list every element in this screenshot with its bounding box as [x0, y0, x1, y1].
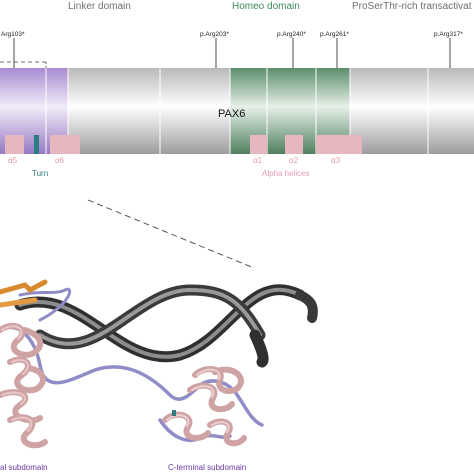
linker-domain-label: Linker domain — [68, 1, 131, 12]
turn-block — [34, 135, 39, 154]
helix-block-a3 — [316, 135, 362, 154]
protein-dna-structure — [0, 279, 318, 449]
helix-label-a1: α1 — [253, 156, 263, 165]
helix-label-a6: α6 — [55, 156, 65, 165]
mutation-label-5: p.Arg317* — [434, 31, 463, 38]
proserthr-domain-label: ProSerThr-rich transactivat — [352, 1, 472, 12]
helix-block-a6 — [50, 135, 80, 154]
helix-label-a5: α5 — [8, 156, 18, 165]
helix-blocks — [5, 135, 362, 154]
n-terminal-subdomain-label: al subdomain — [0, 463, 48, 472]
helix-label-a2: α2 — [289, 156, 299, 165]
helix-cluster-left — [0, 322, 48, 449]
mutation-label-3: p.Arg240* — [277, 31, 306, 38]
helix-label-a3: α3 — [331, 156, 341, 165]
mutation-markers: Arg103* p.Arg203* p.Arg240* p.Arg261* p.… — [1, 31, 463, 68]
c-terminal-subdomain-label: C-terminal subdomain — [168, 463, 246, 472]
helix-block-a1 — [250, 135, 267, 154]
zoom-dashed-line — [87, 199, 255, 269]
beta-strand — [0, 279, 48, 295]
dna-helix — [14, 284, 318, 368]
helix-cluster-right — [162, 366, 247, 447]
homeo-domain-label: Homeo domain — [232, 1, 300, 12]
mutation-label-2: p.Arg203* — [200, 31, 229, 38]
mutation-label-4: p.Arg261* — [320, 31, 349, 38]
turn-marker-3d — [172, 410, 176, 416]
helix-block-a2 — [285, 135, 303, 154]
protein-label: PAX6 — [218, 108, 245, 120]
turn-label: Turn — [32, 169, 48, 178]
helix-block-a5 — [5, 135, 24, 154]
mutation-label-1: Arg103* — [1, 31, 25, 38]
alpha-helices-label: Alpha helices — [262, 169, 310, 178]
